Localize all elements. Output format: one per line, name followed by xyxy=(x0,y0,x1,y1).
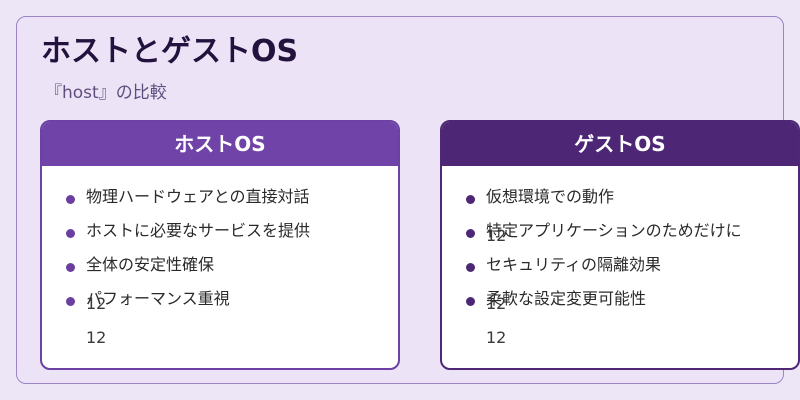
bullet-icon xyxy=(66,195,75,204)
guest-os-card-title: ゲストOS xyxy=(442,122,798,166)
bullet-icon xyxy=(66,263,75,272)
list-item-text: パフォーマンス重視 xyxy=(86,289,230,308)
page-subtitle: 『host』の比較 xyxy=(45,83,167,103)
list-item-text: ホストに必要なサービスを提供 xyxy=(86,221,311,240)
bullet-icon xyxy=(466,229,475,238)
overlay-number: 12 xyxy=(86,328,107,347)
list-item-text: セキュリティの隔離効果 xyxy=(486,255,662,274)
list-item-text: 仮想環境での動作 xyxy=(486,187,615,206)
list-item-text: 特定アプリケーションのためだけに xyxy=(486,221,742,240)
list-item-text: 物理ハードウェアとの直接対話 xyxy=(86,187,310,206)
guest-os-card: ゲストOS 仮想環境での動作 特定アプリケーションのためだけに セキュリティの隔… xyxy=(440,120,800,370)
overlay-number: 12 xyxy=(486,226,507,245)
bullet-icon xyxy=(66,297,75,306)
host-os-card-title: ホストOS xyxy=(42,122,398,166)
page-title: ホストとゲストOS xyxy=(41,34,299,69)
guest-os-item-list: 仮想環境での動作 特定アプリケーションのためだけに セキュリティの隔離効果 柔軟… xyxy=(442,166,798,366)
host-os-card: ホストOS 物理ハードウェアとの直接対話 ホストに必要なサービスを提供 全体の安… xyxy=(40,120,400,370)
bullet-icon xyxy=(466,297,475,306)
list-item-text: 柔軟な設定変更可能性 xyxy=(486,289,647,308)
overlay-number: 12 xyxy=(486,328,507,347)
bullet-icon xyxy=(466,263,475,272)
overlay-number: 12 xyxy=(86,294,107,313)
list-item-text: 全体の安定性確保 xyxy=(86,255,215,274)
host-os-item-list: 物理ハードウェアとの直接対話 ホストに必要なサービスを提供 全体の安定性確保 パ… xyxy=(42,166,398,366)
bullet-icon xyxy=(466,195,475,204)
bullet-icon xyxy=(66,229,75,238)
overlay-number: 12 xyxy=(486,294,507,313)
